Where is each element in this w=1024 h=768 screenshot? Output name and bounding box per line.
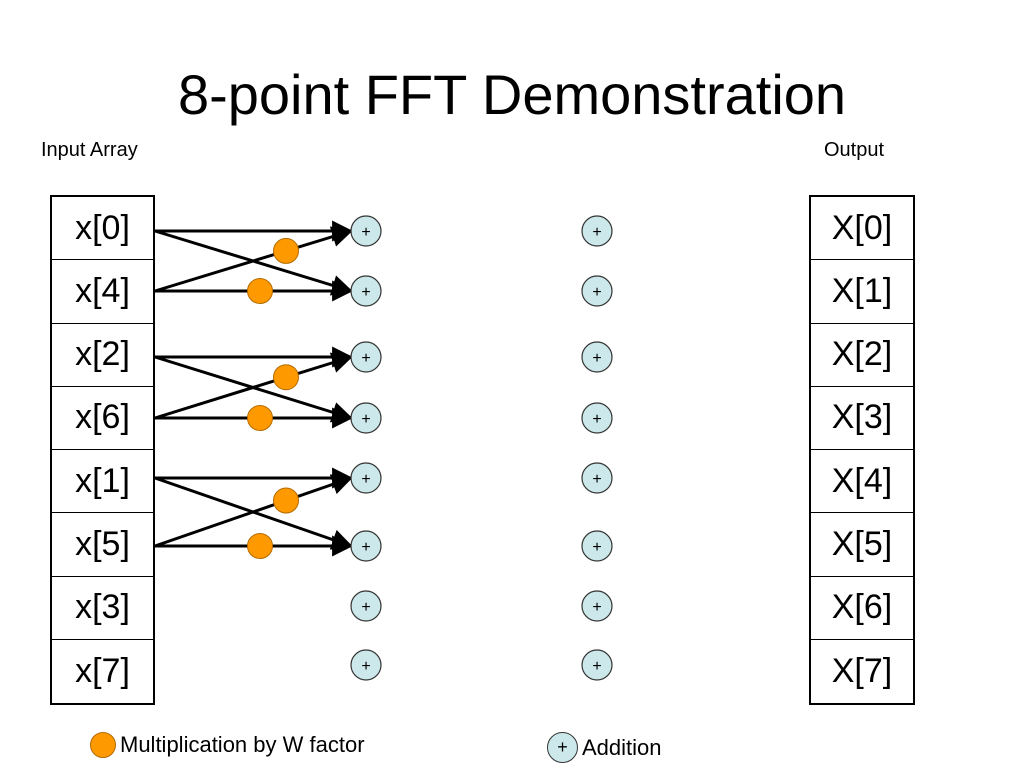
output-label: Output <box>824 139 885 161</box>
adder-node: + <box>350 590 382 622</box>
butterfly-wire <box>154 226 354 293</box>
output-cell: X[4] <box>811 450 913 514</box>
adder-node: + <box>581 590 613 622</box>
multiplier-node <box>273 487 299 514</box>
legend-multiplication: Multiplication by W factor <box>90 732 365 758</box>
page-title: 8-point FFT Demonstration <box>177 63 847 126</box>
legend-addition: + Addition <box>547 732 662 763</box>
multiplier-node <box>273 237 299 264</box>
adder-symbol: + <box>592 284 601 301</box>
adder-symbol: + <box>361 350 370 367</box>
adder-node: + <box>350 402 382 434</box>
multiplier-node <box>247 533 273 559</box>
output-cell: X[3] <box>811 387 913 450</box>
adder-node: + <box>350 215 382 247</box>
input-cell: x[4] <box>52 260 153 324</box>
adder-symbol: + <box>592 411 601 428</box>
butterfly-wire <box>154 474 353 548</box>
output-cell: X[0] <box>811 197 913 261</box>
adder-symbol: + <box>361 471 370 488</box>
adder-symbol: + <box>592 224 601 241</box>
adder-node: + <box>581 275 613 307</box>
adder-symbol: + <box>592 471 601 488</box>
adder-symbol: + <box>361 658 370 675</box>
adder-symbol: + <box>361 224 370 241</box>
adder-symbol: + <box>592 658 601 675</box>
input-cell: x[6] <box>52 387 153 450</box>
adder-node: + <box>350 275 382 307</box>
output-cell: X[2] <box>811 324 913 387</box>
adder-symbol: + <box>361 284 370 301</box>
adder-node: + <box>581 341 613 373</box>
output-cell: X[7] <box>831 651 893 690</box>
input-cell: x[1] <box>52 450 153 514</box>
adder-node: + <box>581 402 613 434</box>
output-cell: X[1] <box>811 260 913 324</box>
multiplier-node <box>247 278 273 304</box>
input-cell: x[0] <box>52 197 153 261</box>
adder-legend-icon: + <box>547 732 578 763</box>
adder-symbol: + <box>361 539 370 556</box>
multiplier-legend-icon <box>90 732 116 758</box>
multiplier-node <box>273 364 299 391</box>
adder-node: + <box>581 530 613 562</box>
input-array: x[0] x[4] x[2] x[6] x[1] x[5] x[3] x[7] <box>50 195 155 705</box>
adder-symbol: + <box>592 599 601 616</box>
adder-symbol: + <box>592 350 601 367</box>
output-array: X[0] X[1] X[2] X[3] X[4] X[5] X[6] X[7] <box>809 195 915 705</box>
legend-multiplication-label: Multiplication by W factor <box>120 732 365 757</box>
multiplier-node <box>247 405 273 431</box>
butterfly-diagram: + + + + + + + + + + + + + + + + <box>154 215 613 681</box>
adder-node: + <box>581 649 613 681</box>
output-cell: X[6] <box>811 577 913 640</box>
adder-symbol: + <box>361 411 370 428</box>
adder-node: + <box>350 341 382 373</box>
input-cell: x[3] <box>52 577 153 640</box>
adder-node: + <box>581 215 613 247</box>
adder-symbol: + <box>361 599 370 616</box>
output-cell: X[5] <box>811 513 913 577</box>
adder-node: + <box>350 530 382 562</box>
input-cell: x[5] <box>52 513 153 577</box>
adder-node: + <box>350 649 382 681</box>
butterfly-wire <box>154 352 354 420</box>
adder-node: + <box>350 462 382 494</box>
input-cell: x[2] <box>52 324 153 387</box>
adder-symbol: + <box>592 539 601 556</box>
input-cell: x[7] <box>75 651 130 690</box>
input-array-label: Input Array <box>41 139 138 161</box>
legend-addition-label: Addition <box>582 734 662 760</box>
adder-node: + <box>581 462 613 494</box>
